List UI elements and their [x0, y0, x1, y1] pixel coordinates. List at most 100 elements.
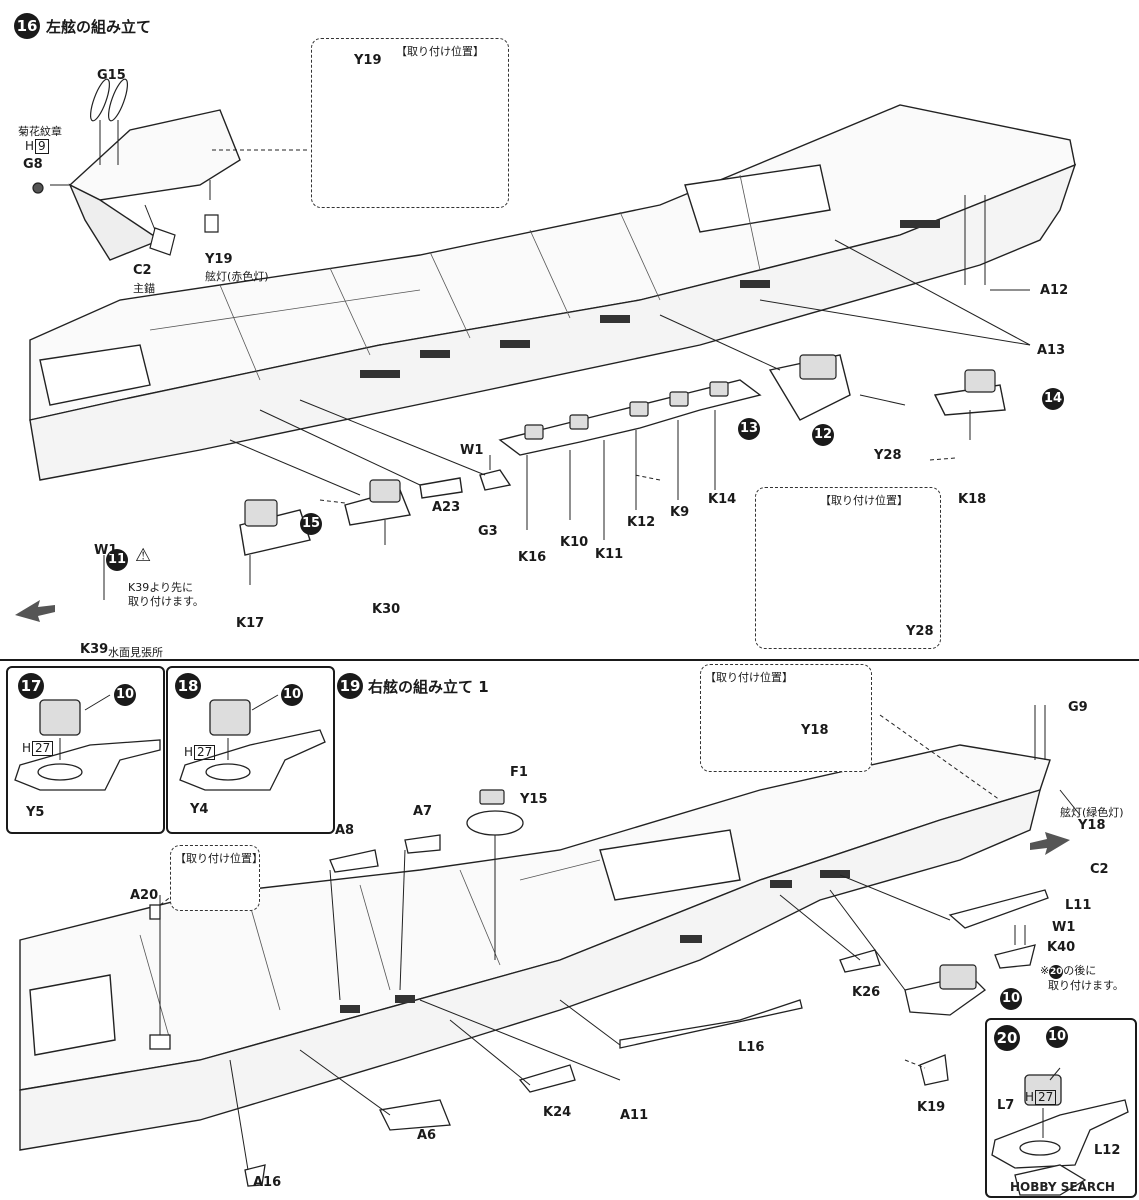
direction-arrow-16 [15, 600, 55, 622]
leader-lines-17-18 [59, 694, 279, 760]
part-label-k14: K14 [708, 492, 737, 507]
note-after-20-2: 取り付けます。 [1048, 979, 1124, 992]
h-num: 27 [194, 745, 216, 760]
note-text: の後に [1063, 964, 1097, 977]
part-label-y18: Y18 [1078, 818, 1106, 833]
part-label-g15: G15 [97, 68, 126, 83]
part-label-k26: K26 [852, 985, 881, 1000]
part-label-y4: Y4 [190, 802, 209, 817]
part-label-y28-pos: Y28 [906, 624, 934, 639]
part-label-k39: K39 [80, 642, 109, 657]
note-red-light: 舷灯(赤色灯) [205, 270, 269, 283]
part-label-a8: A8 [335, 823, 355, 838]
part-label-w1b: W1 [94, 543, 118, 558]
note-mark: ※ [1040, 964, 1050, 977]
part-label-a23: A23 [432, 500, 461, 515]
part-label-l12: L12 [1094, 1143, 1121, 1158]
step-badge-16: 16 [14, 13, 40, 39]
part-label-w1-19: W1 [1052, 920, 1076, 935]
part-label-l7: L7 [997, 1098, 1015, 1113]
part-label-a16: A16 [253, 1175, 282, 1190]
h-letter: H [1025, 1090, 1035, 1104]
h-letter: H [184, 745, 194, 759]
part-label-l11: L11 [1065, 898, 1092, 913]
h-letter: H [22, 741, 32, 755]
direction-arrow-19 [1030, 832, 1070, 855]
part-label-a6: A6 [417, 1128, 437, 1143]
part-label-w1: W1 [460, 443, 484, 458]
sponsons-17-18 [14, 699, 326, 791]
part-label-c2-19: C2 [1090, 862, 1109, 877]
panel-step-17 [6, 666, 165, 834]
panel-step-20 [985, 1018, 1137, 1198]
position-title: 【取り付け位置】 [820, 494, 908, 507]
part-label-k17: K17 [236, 616, 265, 631]
part-label-a20: A20 [130, 888, 159, 903]
part-label-k9: K9 [670, 505, 690, 520]
h-num: 27 [32, 741, 54, 756]
sub-badge-19-20: 10 [1000, 988, 1022, 1010]
part-label-k12: K12 [627, 515, 656, 530]
h-letter: H [25, 139, 35, 153]
sub-badge-20-10: 10 [1046, 1026, 1068, 1048]
leader-lines-16 [50, 120, 1031, 600]
part-label-l16: L16 [738, 1040, 765, 1055]
step-badge-19: 19 [337, 673, 363, 699]
position-box-y18: 【取り付け位置】 Y18 [700, 664, 872, 772]
note-chrysanthemum: 菊花紋章 [18, 125, 62, 138]
part-label-y19-pos: Y19 [354, 53, 382, 68]
part-label-y5: Y5 [26, 805, 45, 820]
sub-badge-11: 11 [106, 549, 128, 571]
sub-badge-17-10: 10 [114, 684, 136, 706]
gun-mounts-port [244, 354, 996, 527]
part-label-a7: A7 [413, 804, 433, 819]
sponson-20 [991, 1074, 1129, 1196]
note-lookout: 水面見張所 [108, 646, 163, 659]
note-k39-2: 取り付けます。 [128, 595, 204, 608]
sub-badge-18-10: 10 [281, 684, 303, 706]
note-main-anchor: 主錨 [133, 282, 155, 295]
note-badge-20: 20 [1049, 965, 1064, 979]
step-badge-20: 20 [994, 1025, 1020, 1051]
hull-portholes-starboard [340, 870, 850, 1013]
sub-badge-13: 13 [738, 418, 760, 440]
part-label-k19: K19 [917, 1100, 946, 1115]
h-num: 27 [1035, 1090, 1057, 1105]
part-label-y28: Y28 [874, 448, 902, 463]
part-label-k24: K24 [543, 1105, 572, 1120]
part-label-k10: K10 [560, 535, 589, 550]
step-badge-17: 17 [18, 673, 44, 699]
h-num: 9 [35, 139, 49, 154]
part-label-a13: A13 [1037, 343, 1066, 358]
panel-step-18 [166, 666, 335, 834]
step-title-16: 左舷の組み立て [46, 18, 152, 36]
sub-badge-14: 14 [1042, 388, 1064, 410]
warning-icon: ⚠ [135, 545, 152, 566]
part-label-k18: K18 [958, 492, 987, 507]
position-title: 【取り付け位置】 [175, 852, 263, 865]
part-label-a12: A12 [1040, 283, 1069, 298]
hull-port [29, 104, 1077, 481]
part-label-f1: F1 [510, 765, 528, 780]
watermark: HOBBY SEARCH [1010, 1180, 1115, 1194]
position-box-a20: 【取り付け位置】 [170, 845, 263, 911]
part-label-k16: K16 [518, 550, 547, 565]
part-label-y19: Y19 [205, 252, 233, 267]
part-label-k11: K11 [595, 547, 624, 562]
position-title: 【取り付け位置】 [705, 671, 793, 684]
part-label-g9: G9 [1068, 700, 1088, 715]
part-label-y15: Y15 [520, 792, 548, 807]
note-k39-1: K39より先に [128, 581, 193, 594]
step-title-19: 右舷の組み立て 1 [368, 678, 489, 696]
sub-badge-15: 15 [300, 513, 322, 535]
position-box-y19: 【取り付け位置】 Y19 [311, 38, 509, 208]
part-label-k30: K30 [372, 602, 401, 617]
part-label-k40: K40 [1047, 940, 1076, 955]
note-after-20: ※20の後に [1040, 962, 1096, 979]
